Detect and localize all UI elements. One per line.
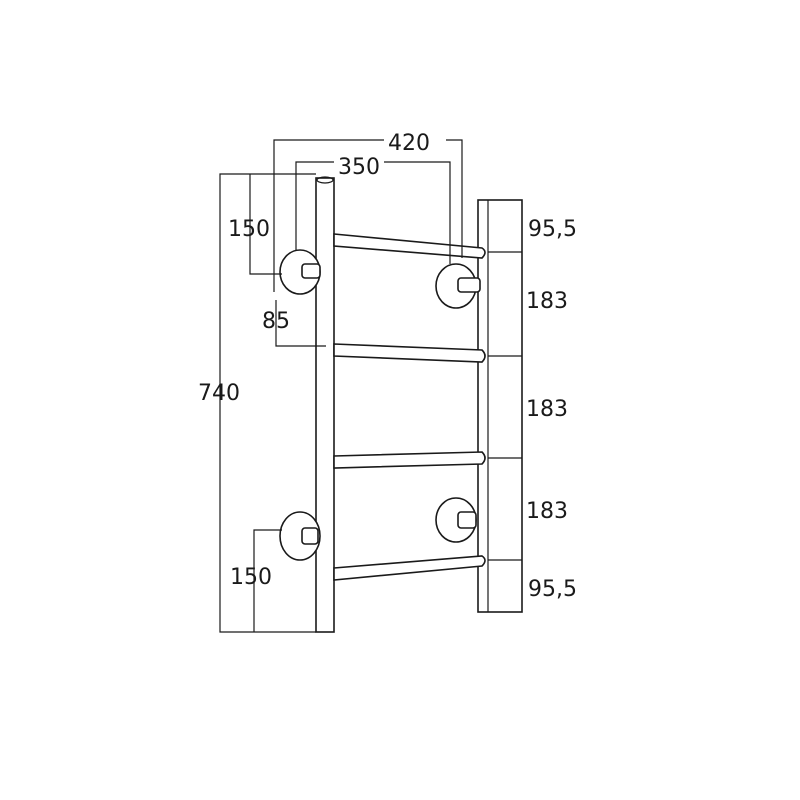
dim-bracket-bottom: 150 xyxy=(230,565,272,590)
dim-height-total: 740 xyxy=(198,381,240,406)
dim-seg-3: 183 xyxy=(526,499,568,524)
dim-seg-top: 95,5 xyxy=(528,217,577,242)
horizontal-bar-4 xyxy=(333,555,486,581)
dim-seg-2: 183 xyxy=(526,397,568,422)
dim-bracket-offset: 85 xyxy=(262,309,290,334)
rear-vertical-rail xyxy=(315,176,335,633)
horizontal-bar-3 xyxy=(333,451,486,469)
horizontal-bar-2 xyxy=(333,343,486,363)
front-vertical-rail xyxy=(477,199,523,613)
horizontal-bar-1 xyxy=(333,233,486,259)
dim-width-inner: 350 xyxy=(338,155,380,180)
dim-seg-bottom: 95,5 xyxy=(528,577,577,602)
wall-bracket-front-top xyxy=(435,263,481,309)
dim-seg-1: 183 xyxy=(526,289,568,314)
dim-bracket-top: 150 xyxy=(228,217,270,242)
wall-bracket-rear-bottom xyxy=(279,511,321,561)
wall-bracket-rear-top xyxy=(279,249,321,295)
dim-width-outer: 420 xyxy=(388,131,430,156)
dimension-lines xyxy=(219,139,463,633)
wall-bracket-front-bottom xyxy=(435,497,477,543)
